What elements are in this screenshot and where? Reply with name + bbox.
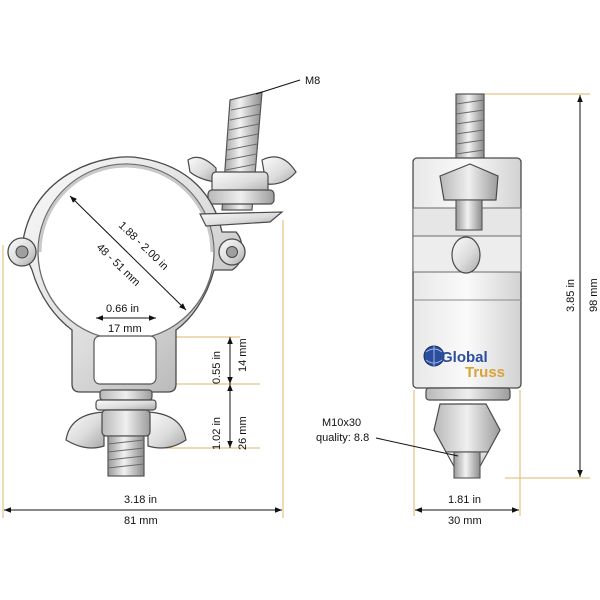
gap-mm-label: 14 mm bbox=[237, 338, 249, 372]
bolt-len-mm-label: 26 mm bbox=[237, 416, 249, 450]
brand-logo: Global Truss bbox=[423, 345, 505, 381]
depth-mm-label: 30 mm bbox=[448, 515, 482, 527]
bolt-len-in-label: 1.02 in bbox=[211, 417, 223, 450]
brand-line2: Truss bbox=[465, 364, 505, 381]
brand-line1: Global bbox=[441, 349, 488, 366]
front-view: 1.88 - 2.00 in 48 - 51 mm 0.66 in 17 mm … bbox=[2, 75, 320, 527]
bolt-spec-leader bbox=[375, 437, 459, 457]
bottom-bolt bbox=[65, 389, 187, 477]
tube-diameter-line bbox=[69, 195, 187, 311]
bolt-quality-label: quality: 8.8 bbox=[316, 432, 369, 444]
height-in-label: 3.85 in bbox=[565, 279, 577, 312]
bolt-spec-label: M10x30 bbox=[322, 417, 361, 429]
depth-in-label: 1.81 in bbox=[448, 494, 481, 506]
width-in-label: 3.18 in bbox=[124, 494, 157, 506]
side-wing-nut bbox=[433, 403, 501, 453]
top-bolt bbox=[187, 91, 297, 211]
m8-label: M8 bbox=[305, 75, 320, 87]
slot-in-label: 0.66 in bbox=[106, 303, 139, 315]
gap-in-label: 0.55 in bbox=[211, 351, 223, 384]
slot-mm-label: 17 mm bbox=[108, 323, 142, 335]
height-mm-label: 98 mm bbox=[588, 278, 600, 312]
side-view: Global Truss 3.85 in 98 mm 1.81 in 30 mm… bbox=[316, 93, 600, 527]
width-mm-label: 81 mm bbox=[124, 515, 158, 527]
m8-leader bbox=[255, 79, 301, 95]
